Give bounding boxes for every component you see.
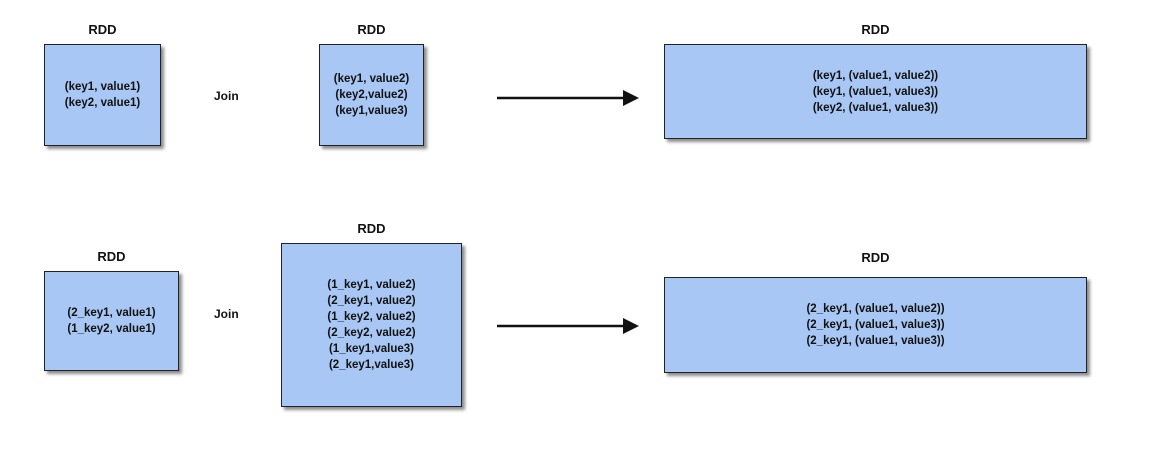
left-rdd-box: (key1, value1) (key2, value1) (44, 44, 161, 146)
result-rdd-title: RDD (861, 22, 890, 37)
rdd-line: (2_key1, (value1, value3)) (806, 319, 945, 331)
left-rdd-title: RDD (97, 249, 126, 264)
right-rdd-title: RDD (357, 22, 386, 37)
rdd-line: (2_key2, value2) (327, 327, 416, 339)
rdd-line: (1_key2, value2) (327, 311, 416, 323)
join-operator: Join (214, 307, 239, 321)
arrow-right-icon (497, 318, 639, 334)
rdd-line: (2_key1, (value1, value3)) (806, 335, 945, 347)
rdd-line: (2_key1,value3) (328, 359, 415, 371)
right-rdd-box: (1_key1, value2) (2_key1, value2) (1_key… (281, 243, 462, 407)
rdd-line: (2_key1, (value1, value2)) (806, 303, 945, 315)
rdd-line: (key1,value3) (335, 105, 408, 117)
rdd-line: (key1, value1) (64, 81, 141, 93)
right-rdd-title: RDD (357, 221, 386, 236)
rdd-line: (key2,value2) (335, 89, 408, 101)
result-rdd-box: (key1, (value1, value2)) (key1, (value1,… (664, 44, 1087, 139)
rdd-line: (2_key1, value2) (327, 295, 416, 307)
rdd-line: (key1, value2) (333, 73, 410, 85)
left-rdd-title: RDD (88, 22, 117, 37)
arrow-right-icon (497, 90, 639, 106)
rdd-line: (key2, (value1, value3)) (812, 101, 939, 114)
rdd-line: (2_key1, value1) (67, 307, 156, 319)
join-operator: Join (214, 89, 239, 103)
rdd-line: (key1, (value1, value2)) (812, 69, 939, 82)
rdd-line: (key2, value1) (64, 97, 141, 109)
right-rdd-box: (key1, value2) (key2,value2) (key1,value… (319, 44, 424, 146)
result-rdd-title: RDD (861, 250, 890, 265)
rdd-line: (key1, (value1, value3)) (812, 85, 939, 98)
rdd-line: (1_key2, value1) (67, 323, 156, 335)
left-rdd-box: (2_key1, value1) (1_key2, value1) (44, 271, 179, 371)
result-rdd-box: (2_key1, (value1, value2)) (2_key1, (val… (664, 277, 1087, 373)
rdd-line: (1_key1, value2) (327, 279, 416, 291)
rdd-line: (1_key1,value3) (328, 343, 415, 355)
